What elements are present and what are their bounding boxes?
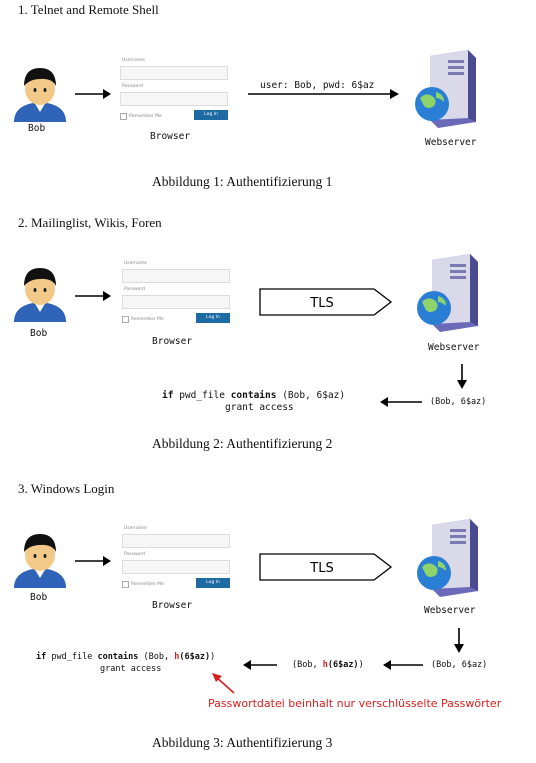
- keyword-if: if: [162, 390, 174, 401]
- arrow-down-icon: [454, 628, 464, 653]
- grant-access: grant access: [100, 664, 162, 674]
- browser-label: Browser: [152, 600, 193, 611]
- username-label: Username: [122, 58, 145, 63]
- password-label: Password: [122, 84, 144, 89]
- hash-function: h: [174, 652, 180, 662]
- annotation-text: Passwortdatei beinhalt nur verschlüsselt…: [208, 697, 502, 710]
- credentials-label: (Bob, 6$az): [430, 397, 487, 407]
- check-args: (Bob, 6$az): [282, 390, 346, 401]
- server-label: Webserver: [428, 342, 480, 353]
- user-label: Bob: [30, 592, 48, 603]
- username-label: Username: [124, 261, 147, 266]
- arrow-right-icon: [248, 89, 399, 99]
- tls-tunnel: TLS: [259, 288, 393, 316]
- tls-label: TLS: [309, 561, 333, 576]
- login-button[interactable]: Log In: [196, 578, 230, 588]
- user-avatar-icon: [14, 268, 66, 322]
- server-icon: [417, 254, 478, 332]
- password-label: Password: [124, 552, 146, 557]
- grant-access: grant access: [225, 402, 294, 413]
- figure-3-caption: Abbildung 3: Authentifizierung 3: [152, 735, 333, 750]
- remember-label: Remember Me: [131, 317, 164, 322]
- section-1-heading: 1. Telnet and Remote Shell: [18, 2, 159, 17]
- remember-checkbox[interactable]: [120, 113, 127, 120]
- password-check: if pwd_file contains (Bob, h(6$az)): [36, 652, 215, 662]
- server-icon: [417, 519, 478, 597]
- server-label: Webserver: [425, 137, 477, 148]
- hash-function: h: [322, 660, 328, 670]
- pwd-file: pwd_file: [51, 652, 93, 662]
- hashed-credentials: (Bob, h(6$az)): [292, 660, 364, 670]
- pwd-file: pwd_file: [179, 390, 225, 401]
- arrow-right-icon: [75, 291, 111, 301]
- password-field[interactable]: [120, 92, 228, 106]
- server-label: Webserver: [424, 605, 476, 616]
- remember-checkbox[interactable]: [122, 581, 129, 588]
- username-label: Username: [124, 526, 147, 531]
- annotation-arrow: [212, 673, 235, 694]
- credentials-label: (Bob, 6$az): [431, 660, 488, 670]
- arrow-right-icon: [75, 556, 111, 566]
- login-form: Username Password Remember Me Log In: [122, 526, 232, 590]
- username-field[interactable]: [122, 269, 230, 283]
- password-field[interactable]: [122, 560, 230, 574]
- arrow-left-icon: [383, 660, 423, 670]
- arrow-down-icon: [457, 364, 467, 389]
- server-icon: [415, 50, 476, 128]
- browser-label: Browser: [152, 336, 193, 347]
- login-form: Username Password Remember Me Log In: [120, 58, 230, 122]
- login-button[interactable]: Log In: [196, 313, 230, 323]
- arrow-left-icon: [380, 397, 422, 407]
- figure-1-caption: Abbildung 1: Authentifizierung 1: [152, 174, 333, 189]
- login-button[interactable]: Log In: [194, 110, 228, 120]
- tls-label: TLS: [309, 296, 333, 311]
- hashed-open: (Bob,: [292, 660, 323, 670]
- keyword-contains: contains: [230, 390, 277, 401]
- user-avatar-icon: [14, 68, 66, 122]
- password-check: if pwd_file contains (Bob, 6$az): [162, 390, 345, 401]
- login-form: Username Password Remember Me Log In: [122, 261, 232, 325]
- password-field[interactable]: [122, 295, 230, 309]
- hashed-close: ): [358, 660, 364, 670]
- user-avatar-icon: [14, 534, 66, 588]
- check-args-close: ): [210, 652, 216, 662]
- arrow-right-icon: [75, 89, 111, 99]
- user-label: Bob: [30, 328, 48, 339]
- remember-label: Remember Me: [131, 582, 164, 587]
- tls-tunnel: TLS: [259, 553, 393, 581]
- remember-checkbox[interactable]: [122, 316, 129, 323]
- figure-2-caption: Abbildung 2: Authentifizierung 2: [152, 436, 333, 451]
- hash-arg: (6$az): [179, 652, 211, 662]
- username-field[interactable]: [122, 534, 230, 548]
- username-field[interactable]: [120, 66, 228, 80]
- keyword-contains: contains: [97, 652, 139, 662]
- section-2-heading: 2. Mailinglist, Wikis, Foren: [18, 215, 162, 230]
- keyword-if: if: [36, 652, 47, 662]
- browser-label: Browser: [150, 131, 191, 142]
- check-args-open: (Bob,: [143, 652, 175, 662]
- user-label: Bob: [28, 123, 46, 134]
- message-label: user: Bob, pwd: 6$az: [260, 80, 375, 91]
- hashed-arg: (6$az): [327, 660, 359, 670]
- password-label: Password: [124, 287, 146, 292]
- section-3-heading: 3. Windows Login: [18, 481, 115, 496]
- arrow-left-icon: [243, 660, 277, 670]
- remember-label: Remember Me: [129, 114, 162, 119]
